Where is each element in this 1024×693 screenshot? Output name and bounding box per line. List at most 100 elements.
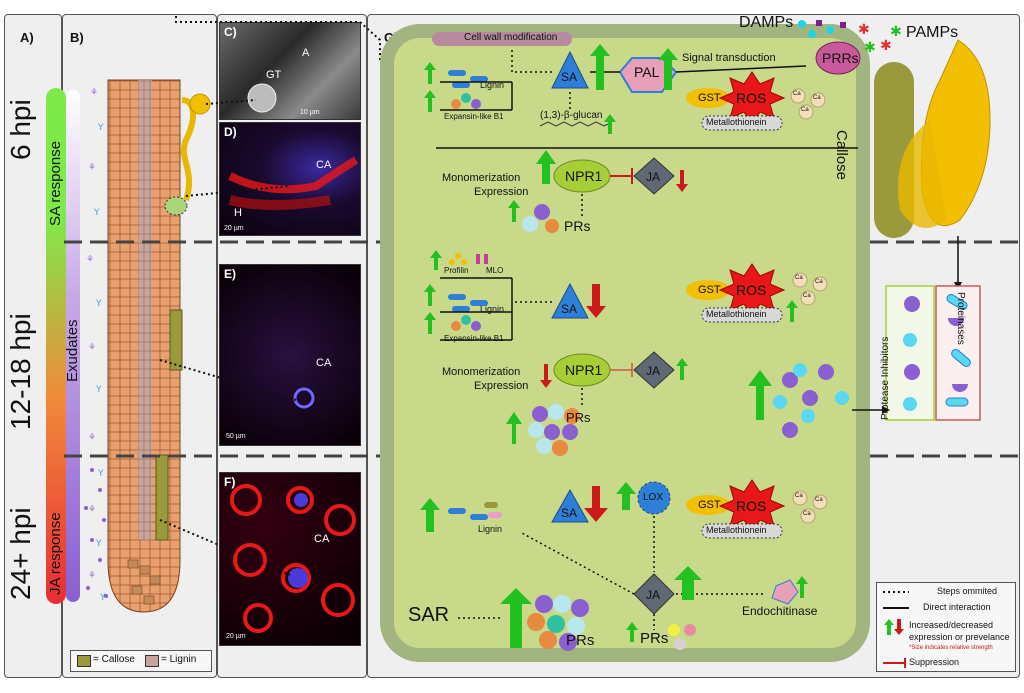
monomerization-label-6h: Monomerization — [442, 172, 521, 184]
expansin-label-6h: Expansin-like B1 — [444, 112, 504, 121]
glucan-label: (1,3)-β-glucan — [540, 110, 603, 121]
sa-label-6h: SA — [561, 70, 578, 84]
ja-label-6h: JA — [646, 170, 661, 184]
legend-direct: Direct interaction — [923, 602, 991, 612]
pal-label: PAL — [634, 64, 660, 80]
ca-label: Ca — [795, 493, 803, 499]
legend-g-symbols — [883, 591, 909, 668]
legend-changed1: Increased/decreased — [909, 620, 994, 630]
legend-g: Steps ommited Direct interaction Increas… — [876, 582, 1016, 672]
endochitinase-label: Endochitinase — [742, 604, 818, 618]
label-ca: CA — [316, 159, 332, 171]
prs-label-6h: PRs — [564, 218, 591, 234]
legend-changed2: expression or prevelance — [909, 632, 1010, 642]
label-ca: CA — [316, 357, 332, 369]
svg-text:⚘: ⚘ — [86, 255, 94, 265]
svg-text:⚘: ⚘ — [90, 88, 98, 98]
svg-text:⚘: ⚘ — [88, 571, 96, 581]
micrograph-d: D) CA H 20 µm — [219, 122, 361, 236]
sa-label-24h: SA — [561, 506, 578, 520]
svg-text:⚘: ⚘ — [88, 433, 96, 443]
label-ca: CA — [314, 533, 330, 545]
micrograph-c: C) A GT GC 10 µm — [219, 22, 361, 120]
sa-ja-response-bar — [46, 88, 66, 604]
sa-label-12h: SA — [561, 302, 578, 316]
svg-text:Y: Y — [97, 469, 104, 479]
svg-text:⚘: ⚘ — [88, 343, 96, 353]
mlo-label: MLO — [486, 266, 504, 275]
ja-label-24h: JA — [646, 588, 661, 602]
ros-label-6h: ROS — [736, 90, 767, 106]
prrs-label: PRRs — [822, 50, 859, 66]
proteinases-label: Proteinases — [955, 292, 966, 345]
svg-text:Y: Y — [95, 539, 102, 549]
ja-label-12h: JA — [646, 364, 661, 378]
svg-text:Y: Y — [97, 123, 104, 133]
scale-e: 50 µm — [226, 433, 246, 440]
ca-label: Ca — [815, 497, 823, 503]
micrograph-c-label: C) — [224, 25, 237, 39]
lignin-swatch — [145, 655, 159, 667]
expression-label-6h: Expression — [474, 186, 529, 198]
panel-a-label: A) — [20, 30, 34, 45]
protease-inhibitors-label: Protease Inhibitors — [880, 336, 891, 420]
metallothionein-24h: Metallothionein — [706, 525, 767, 535]
label-h: H — [234, 207, 242, 219]
gst-label-24h: GST — [698, 499, 721, 511]
npr1-label-12h: NPR1 — [565, 362, 603, 378]
ca-label: Ca — [801, 107, 809, 113]
micrograph-d-label: D) — [224, 125, 237, 139]
legend-size-note: *Size indicates relative strength — [909, 645, 993, 651]
svg-text:Y: Y — [93, 208, 100, 218]
svg-text:✱: ✱ — [858, 22, 870, 38]
exudates-bar — [66, 90, 80, 602]
pamps-label: PAMPs — [906, 24, 959, 41]
npr1-label-6h: NPR1 — [565, 168, 603, 184]
prs-label-24h-left: PRs — [566, 632, 595, 649]
micrograph-f-label: F) — [224, 475, 236, 489]
lignin-label-6h: Lignin — [480, 80, 505, 90]
legend-lignin: = Lignin — [161, 654, 197, 665]
lox-label: LOX — [643, 492, 664, 503]
gst-label-12h: GST — [698, 284, 721, 296]
ca-label: Ca — [813, 95, 821, 101]
legend-callose: = Callose — [93, 654, 135, 665]
scale-d: 20 µm — [224, 225, 244, 232]
signal-transduction-label: Signal transduction — [682, 52, 776, 64]
svg-text:Y: Y — [99, 593, 106, 603]
lignin-label-24h: Lignin — [478, 524, 503, 534]
gst-label-6h: GST — [698, 92, 721, 104]
lignin-label-12h: Lignin — [480, 304, 505, 314]
svg-text:⚘: ⚘ — [88, 163, 96, 173]
legend-omitted: Steps ommited — [937, 586, 998, 596]
prs-label-24h-right: PRs — [640, 630, 669, 647]
damps-label: DAMPs — [739, 14, 794, 31]
svg-text:✱: ✱ — [890, 24, 902, 40]
ca-label: Ca — [795, 275, 803, 281]
profilin-label: Profilin — [444, 266, 469, 275]
monomerization-label-12h: Monomerization — [442, 366, 521, 378]
metallothionein-12h: Metallothionein — [706, 309, 767, 319]
prs-label-12h: PRs — [566, 410, 591, 425]
svg-text:Y: Y — [95, 385, 102, 395]
sar-label: SAR — [408, 604, 450, 626]
label-gt: GT — [266, 69, 282, 81]
ca-label: Ca — [803, 511, 811, 517]
ca-label: Ca — [793, 91, 801, 97]
micrograph-e: E) CA 50 µm — [219, 264, 361, 446]
expression-label-12h: Expression — [474, 380, 529, 392]
legend-suppression: Suppression — [909, 657, 960, 667]
label-a: A — [302, 47, 310, 59]
svg-text:✱: ✱ — [880, 38, 892, 54]
expansin-label-12h: Expansin-like B1 — [444, 334, 504, 343]
svg-text:⚘: ⚘ — [88, 505, 96, 515]
ros-label-12h: ROS — [736, 282, 767, 298]
